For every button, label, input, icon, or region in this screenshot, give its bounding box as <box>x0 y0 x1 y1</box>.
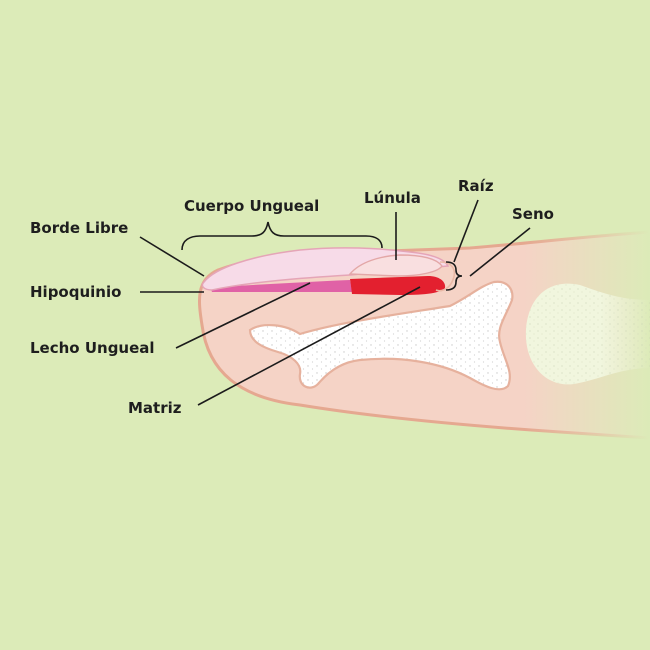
distal-phalanx-bone <box>248 280 514 391</box>
raiz-bracket <box>445 261 463 291</box>
middle-phalanx-bone <box>525 283 650 385</box>
label-seno: Seno <box>512 205 554 223</box>
label-lunula: Lúnula <box>364 189 421 207</box>
nail-matrix <box>350 276 446 295</box>
label-lecho-ungueal: Lecho Ungueal <box>30 339 155 357</box>
leader-borde-libre <box>139 236 205 277</box>
label-borde-libre: Borde Libre <box>30 219 128 237</box>
label-matriz: Matriz <box>128 399 182 417</box>
label-hipoquinio: Hipoquinio <box>30 283 121 301</box>
label-raiz: Raíz <box>458 177 494 195</box>
nail-bed <box>210 280 352 292</box>
leader-matriz <box>197 286 421 406</box>
proximal-nail-fold <box>435 261 456 292</box>
label-cuerpo-ungueal: Cuerpo Ungueal <box>184 197 319 215</box>
leader-lecho-ungueal <box>175 282 311 349</box>
leader-raiz <box>453 199 479 263</box>
leader-seno <box>469 227 531 277</box>
cuerpo-ungueal-brace <box>181 221 383 251</box>
lunula <box>348 254 443 277</box>
